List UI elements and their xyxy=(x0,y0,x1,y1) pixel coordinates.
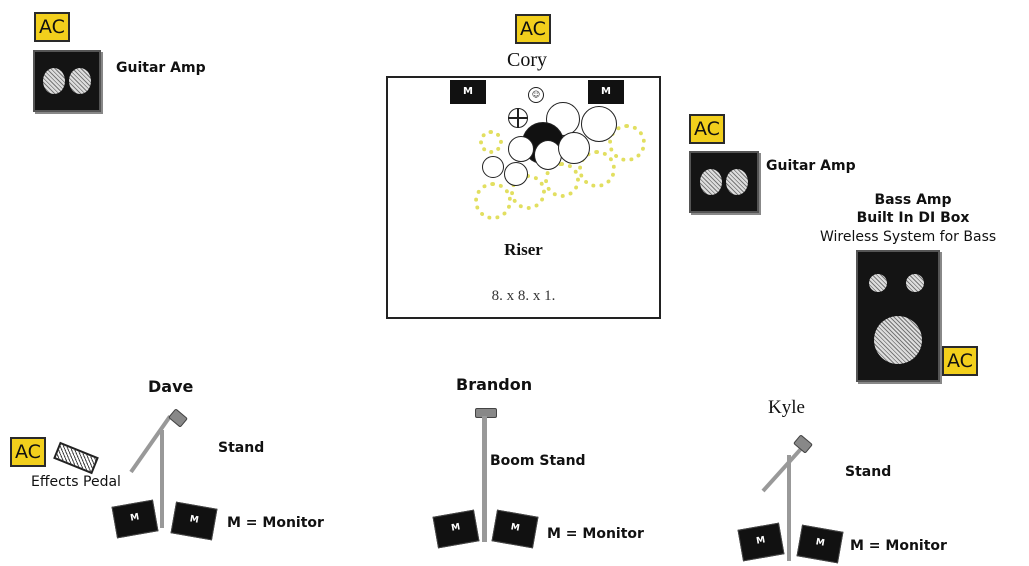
cymbal-icon xyxy=(608,124,646,162)
boom-stand-label: Boom Stand xyxy=(490,453,586,469)
guitar-amp xyxy=(689,151,759,213)
guitar-amp-label: Guitar Amp xyxy=(116,60,206,76)
speaker-icon xyxy=(69,68,91,94)
guitar-amp-label-clip: Guitar Amp xyxy=(766,152,858,176)
cymbal-icon xyxy=(479,130,503,154)
bass-amp xyxy=(856,250,940,382)
monitor-wedge: M xyxy=(170,501,218,541)
riser-monitor: M xyxy=(588,80,624,104)
monitor-wedge: M xyxy=(111,499,159,539)
cymbal-icon xyxy=(474,182,512,220)
stand-label: Stand xyxy=(218,440,265,456)
mic-stand-boom xyxy=(761,445,805,493)
riser-monitor: M xyxy=(450,80,486,104)
hi-hat xyxy=(482,156,504,178)
tom-drum xyxy=(581,106,617,142)
speaker-icon xyxy=(906,274,924,292)
guitar-amp-label: Guitar Amp xyxy=(766,158,856,174)
di-box-label: Built In DI Box xyxy=(856,210,970,226)
riser-size: 8. x 8. x 1. xyxy=(491,288,556,304)
drum-riser: M M ☺ Riser 8. x 8. x 1. xyxy=(386,76,661,319)
cymbal-icon xyxy=(578,150,616,188)
boom-stand-pole xyxy=(482,416,487,542)
monitor-wedge: M xyxy=(432,509,480,549)
drummer-name: Cory xyxy=(507,49,547,71)
mic-icon xyxy=(168,408,188,428)
riser-title: Riser xyxy=(504,240,543,259)
ac-outlet-tag: AC xyxy=(515,14,551,44)
player-name-brandon: Brandon xyxy=(456,375,533,394)
monitor-key: M = Monitor xyxy=(227,515,324,531)
stand-label: Stand xyxy=(845,464,892,480)
mic-stand-boom xyxy=(129,415,172,474)
ac-outlet-tag: AC xyxy=(10,437,46,467)
crosshair-icon xyxy=(517,108,519,128)
speaker-icon xyxy=(726,169,748,195)
monitor-key: M = Monitor xyxy=(547,526,644,542)
player-name-kyle: Kyle xyxy=(768,397,805,418)
effects-pedal-icon xyxy=(53,441,99,475)
wireless-system-label: Wireless System for Bass xyxy=(820,229,997,245)
speaker-icon xyxy=(869,274,887,292)
monitor-key: M = Monitor xyxy=(850,538,947,554)
ac-outlet-tag: AC xyxy=(34,12,70,42)
speaker-icon xyxy=(700,169,722,195)
monitor-wedge: M xyxy=(737,522,785,562)
bass-amp-label: Bass Amp xyxy=(874,192,952,208)
speaker-icon xyxy=(874,316,922,364)
ac-outlet-tag: AC xyxy=(942,346,978,376)
mic-stand-pole xyxy=(160,430,164,528)
guitar-amp xyxy=(33,50,101,112)
tom-drum xyxy=(508,136,534,162)
cymbal-icon xyxy=(510,174,546,210)
drummer-face-icon: ☺ xyxy=(528,87,544,103)
effects-pedal-label: Effects Pedal xyxy=(31,474,121,490)
player-name-dave: Dave xyxy=(148,377,194,396)
monitor-wedge: M xyxy=(796,524,844,564)
floor-tom xyxy=(558,132,590,164)
speaker-icon xyxy=(43,68,65,94)
tom-drum xyxy=(504,162,528,186)
monitor-wedge: M xyxy=(491,509,539,549)
cymbal-icon xyxy=(544,162,580,198)
ac-outlet-tag: AC xyxy=(689,114,725,144)
mic-stand-pole xyxy=(787,455,791,561)
snare-drum xyxy=(534,140,562,170)
